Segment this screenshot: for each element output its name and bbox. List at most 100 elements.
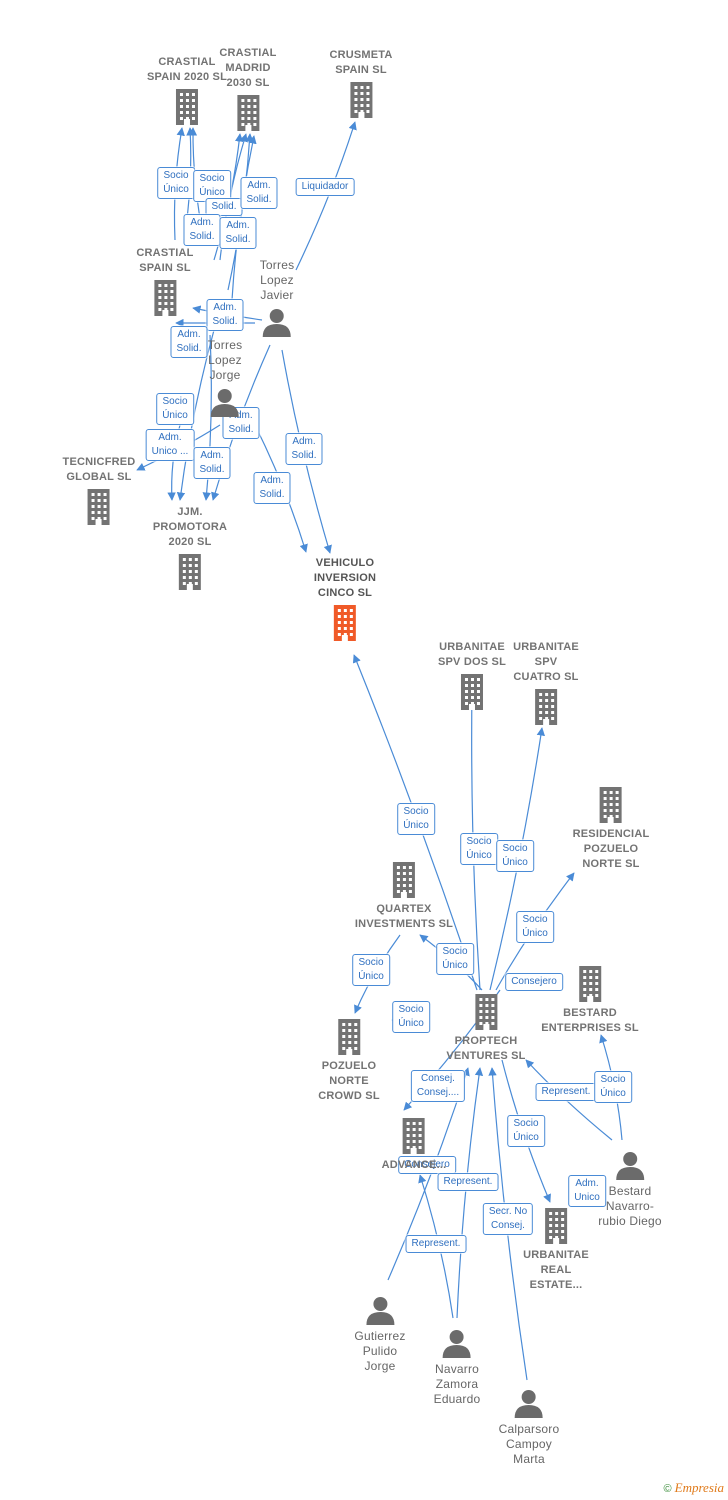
relation-label[interactable]: Socio Único (516, 911, 554, 943)
building-icon (318, 1019, 379, 1055)
relation-label[interactable]: Adm. Solid. (240, 177, 278, 209)
person-icon (260, 307, 295, 337)
relation-label[interactable]: Adm. Solid. (183, 214, 221, 246)
node-label: PROPTECH VENTURES SL (446, 1035, 526, 1062)
building-icon (147, 89, 227, 125)
node-label: Torres Lopez Jorge (207, 338, 243, 382)
company-node-jjm[interactable]: JJM. PROMOTORA 2020 SL (153, 505, 227, 590)
person-icon (598, 1150, 662, 1180)
relation-label[interactable]: Socio Único (392, 1001, 430, 1033)
building-icon (446, 994, 525, 1030)
company-node-urbcuatro[interactable]: URBANITAE SPV CUATRO SL (513, 640, 579, 725)
company-node-pozuelo[interactable]: POZUELO NORTE CROWD SL (318, 1019, 380, 1104)
relation-edge (202, 334, 212, 501)
relation-label[interactable]: Adm. Solid. (253, 472, 291, 504)
node-label: TECNICFRED GLOBAL SL (62, 456, 136, 483)
building-icon (329, 82, 392, 118)
company-node-crastial2020[interactable]: CRASTIAL SPAIN 2020 SL (147, 55, 227, 125)
company-node-urbreal[interactable]: URBANITAE REAL ESTATE... (523, 1208, 589, 1293)
person-node-navarro[interactable]: Navarro Zamora Eduardo (434, 1328, 481, 1407)
relation-label[interactable]: Socio Único (157, 167, 195, 199)
relation-label[interactable]: Socio Único (594, 1071, 632, 1103)
relation-edge (295, 121, 357, 271)
relation-label[interactable]: Socio Único (460, 833, 498, 865)
node-label: QUARTEX INVESTMENTS SL (354, 903, 454, 930)
node-label: Torres Lopez Javier (259, 258, 295, 302)
company-node-bestard[interactable]: BESTARD ENTERPRISES SL (541, 966, 639, 1036)
building-icon (314, 605, 376, 641)
node-label: VEHICULO INVERSION CINCO SL (313, 557, 377, 599)
company-node-crastialmadrid[interactable]: CRASTIAL MADRID 2030 SL (219, 46, 276, 131)
node-label: ADVANCE... (381, 1159, 447, 1171)
company-node-tecnicfred[interactable]: TECNICFRED GLOBAL SL (63, 455, 136, 525)
building-icon (136, 280, 193, 316)
relation-label[interactable]: Socio Único (436, 943, 474, 975)
person-node-torresjorge[interactable]: Torres Lopez Jorge (208, 338, 243, 417)
person-icon (434, 1328, 481, 1358)
relation-label[interactable]: Adm. Solid. (285, 433, 323, 465)
company-node-crastialspain[interactable]: CRASTIAL SPAIN SL (136, 246, 193, 316)
relation-label[interactable]: Adm. Unico ... (145, 429, 195, 461)
relation-label[interactable]: Socio Único (156, 393, 194, 425)
relation-label[interactable]: Secr. No Consej. (482, 1203, 534, 1235)
node-label: Navarro Zamora Eduardo (433, 1362, 481, 1406)
company-node-advance[interactable]: ADVANCE... (382, 1118, 447, 1173)
node-label: JJM. PROMOTORA 2020 SL (152, 506, 228, 548)
building-icon (523, 1208, 589, 1244)
person-node-bestarddiego[interactable]: Bestard Navarro- rubio Diego (598, 1150, 662, 1229)
node-label: Gutierrez Pulido Jorge (354, 1329, 406, 1373)
relation-label[interactable]: Socio Único (397, 803, 435, 835)
building-icon (541, 966, 639, 1002)
node-label: Bestard Navarro- rubio Diego (598, 1184, 662, 1228)
person-icon (499, 1388, 560, 1418)
company-node-quartex[interactable]: QUARTEX INVESTMENTS SL (355, 862, 453, 932)
relation-label[interactable]: Consejero (505, 973, 563, 991)
relation-label[interactable]: Liquidador (295, 178, 355, 196)
node-label: URBANITAE REAL ESTATE... (523, 1249, 589, 1291)
node-label: POZUELO NORTE CROWD SL (318, 1060, 380, 1102)
company-node-vehiculo[interactable]: VEHICULO INVERSION CINCO SL (314, 556, 376, 641)
relation-label[interactable]: Adm. Solid. (170, 326, 208, 358)
node-label: Calparsoro Campoy Marta (498, 1422, 560, 1466)
person-node-calparsoro[interactable]: Calparsoro Campoy Marta (499, 1388, 560, 1467)
building-icon (153, 554, 227, 590)
person-node-torresjavier[interactable]: Torres Lopez Javier (260, 258, 295, 337)
relation-label[interactable]: Adm. Solid. (206, 299, 244, 331)
node-label: CRASTIAL SPAIN SL (136, 247, 194, 274)
relation-label[interactable]: Socio Único (352, 954, 390, 986)
relation-label[interactable]: Consej. Consej.... (410, 1070, 466, 1102)
relation-label[interactable]: Adm. Unico (568, 1175, 606, 1207)
company-node-residencial[interactable]: RESIDENCIAL POZUELO NORTE SL (573, 787, 650, 872)
relation-label[interactable]: Socio Único (507, 1115, 545, 1147)
relation-label[interactable]: Adm. Solid. (219, 217, 257, 249)
company-node-urbdos[interactable]: URBANITAE SPV DOS SL (438, 640, 506, 710)
company-node-proptech[interactable]: PROPTECH VENTURES SL (446, 994, 525, 1064)
credit[interactable]: © Empresia (663, 1480, 724, 1496)
relation-label[interactable]: Consejero (398, 1156, 456, 1174)
node-label: URBANITAE SPV DOS SL (437, 641, 507, 668)
building-icon (382, 1118, 447, 1154)
node-label: URBANITAE SPV CUATRO SL (513, 641, 579, 683)
relation-label[interactable]: Represent. (437, 1173, 499, 1191)
building-icon (573, 787, 650, 823)
person-icon (354, 1295, 405, 1325)
company-node-crusmeta[interactable]: CRUSMETA SPAIN SL (329, 48, 392, 118)
building-icon (355, 862, 453, 898)
relation-edge (456, 1067, 484, 1319)
relation-label[interactable]: Represent. (535, 1083, 597, 1101)
relation-label[interactable]: Adm. Solid. (193, 447, 231, 479)
person-node-gutierrez[interactable]: Gutierrez Pulido Jorge (354, 1295, 405, 1374)
relation-label[interactable]: Socio Único (496, 840, 534, 872)
node-label: CRASTIAL SPAIN 2020 SL (146, 56, 228, 83)
relation-edge (176, 329, 215, 501)
node-label: BESTARD ENTERPRISES SL (541, 1007, 639, 1034)
relation-label[interactable]: Represent. (405, 1235, 467, 1253)
building-icon (219, 95, 276, 131)
building-icon (438, 674, 506, 710)
brand-name: Empresia (674, 1480, 724, 1495)
copyright-symbol: © (663, 1483, 672, 1495)
building-icon (513, 689, 579, 725)
node-label: RESIDENCIAL POZUELO NORTE SL (572, 828, 650, 870)
node-label: CRASTIAL MADRID 2030 SL (219, 47, 277, 89)
